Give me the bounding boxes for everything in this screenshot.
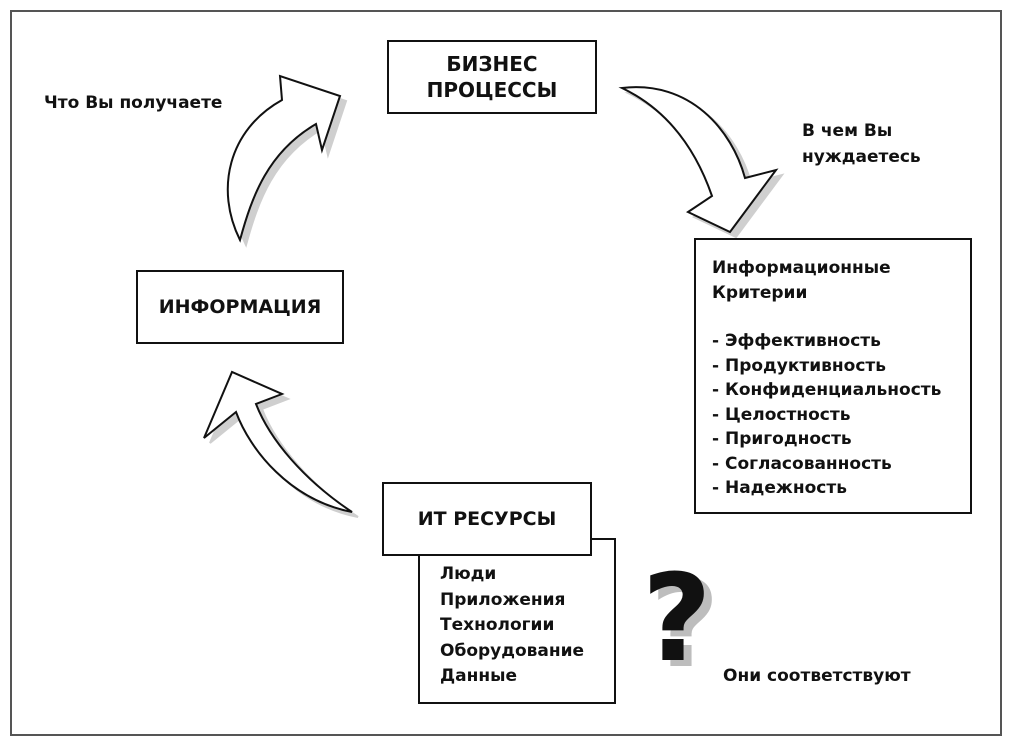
- criteria-title: Информационные Критерии: [712, 258, 891, 303]
- resource-item: Технологии: [440, 615, 555, 635]
- information-criteria-box: Информационные Критерии - Эффективность …: [694, 238, 972, 514]
- resource-item: Люди: [440, 564, 497, 584]
- resource-item: Данные: [440, 666, 518, 686]
- business-processes-label: БИЗНЕС ПРОЦЕССЫ: [426, 52, 558, 102]
- criteria-item: - Эффективность: [712, 331, 881, 351]
- criteria-item: - Конфиденциальность: [712, 380, 942, 400]
- resources-list: Люди Приложения Технологии Оборудование …: [440, 562, 614, 690]
- criteria-item: - Целостность: [712, 404, 851, 425]
- it-resources-box: ИТ РЕСУРСЫ: [382, 482, 592, 556]
- information-box: ИНФОРМАЦИЯ: [136, 270, 344, 344]
- it-resources-label: ИТ РЕСУРСЫ: [417, 508, 557, 530]
- criteria-list: - Эффективность - Продуктивность - Конфи…: [712, 329, 970, 501]
- business-processes-box: БИЗНЕС ПРОЦЕССЫ: [387, 40, 597, 114]
- criteria-item: - Пригодность: [712, 429, 852, 449]
- criteria-item: - Надежность: [712, 478, 847, 498]
- what-you-need-label: В чем Вы нуждаетесь: [802, 121, 921, 167]
- question-mark-shadow: ?: [650, 556, 720, 695]
- criteria-item: - Согласованность: [712, 453, 892, 474]
- criteria-item: - Продуктивность: [712, 355, 887, 376]
- it-resources-list-box: Люди Приложения Технологии Оборудование …: [418, 538, 616, 704]
- resource-item: Оборудование: [440, 640, 585, 661]
- arrow-information-to-business-body: [226, 74, 342, 243]
- information-label: ИНФОРМАЦИЯ: [158, 296, 322, 318]
- question-mark-icon: ?: [642, 550, 712, 689]
- resource-item: Приложения: [440, 589, 566, 610]
- do-they-match-label: Они соответствуют: [723, 666, 911, 686]
- arrow-resources-to-information-body: [203, 370, 353, 513]
- what-you-get-label: Что Вы получаете: [44, 93, 223, 113]
- diagram-frame: [10, 10, 1002, 736]
- arrow-business-to-criteria-body: [618, 86, 779, 234]
